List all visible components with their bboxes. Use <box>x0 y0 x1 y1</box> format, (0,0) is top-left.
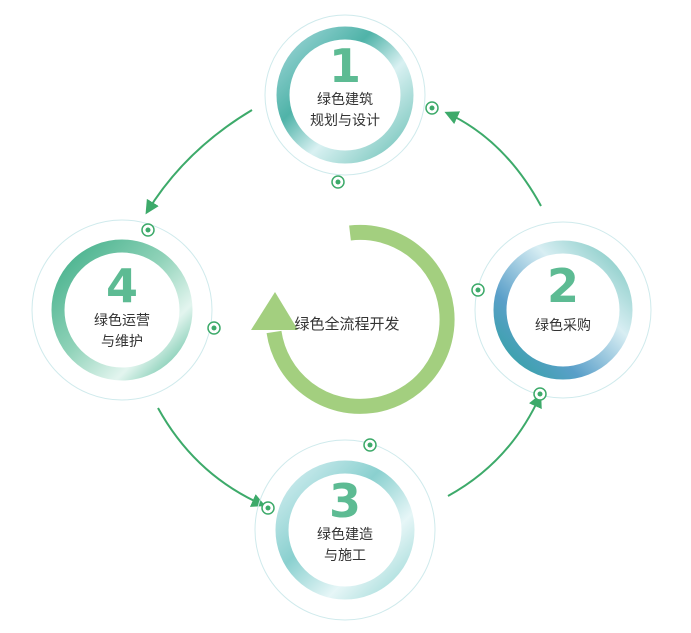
dot-marker-icon <box>425 101 439 115</box>
step-2-dots <box>471 283 547 401</box>
step-4-dots <box>141 223 221 335</box>
step-1-node: 1 绿色建筑 规划与设计 <box>264 14 426 176</box>
dot-marker-icon <box>471 283 485 297</box>
step-2-label-line1: 绿色采购 <box>535 317 591 334</box>
center-label: 绿色全流程开发 <box>294 315 399 333</box>
step-3-number: 3 <box>329 474 361 528</box>
arrow-3-to-2 <box>447 393 542 497</box>
arrow-4-to-3 <box>157 407 266 507</box>
step-4-label-line2: 与维护 <box>101 334 143 350</box>
dot-marker-icon <box>533 387 547 401</box>
step-1-number: 1 <box>329 39 361 93</box>
step-3-label-line1: 绿色建造 <box>317 526 373 543</box>
step-4-label-line1: 绿色运营 <box>94 312 150 329</box>
step-1-label-line1: 绿色建筑 <box>317 91 373 108</box>
arrow-2-to-1 <box>444 111 542 207</box>
dot-marker-icon <box>331 175 345 189</box>
step-2-number: 2 <box>547 259 579 313</box>
dot-marker-icon <box>141 223 155 237</box>
step-1-dots <box>331 101 439 189</box>
center-cycle-arrow <box>251 224 455 414</box>
step-3-dots <box>261 438 377 515</box>
step-2-node: 2 绿色采购 <box>474 221 652 399</box>
step-4-node: 4 绿色运营 与维护 <box>31 219 213 401</box>
step-1-label-line2: 规划与设计 <box>310 113 380 129</box>
dot-marker-icon <box>207 321 221 335</box>
dot-marker-icon <box>363 438 377 452</box>
step-4-number: 4 <box>106 259 138 313</box>
arrow-1-to-4 <box>145 109 253 215</box>
step-3-node: 3 绿色建造 与施工 <box>254 439 436 621</box>
dot-marker-icon <box>261 501 275 515</box>
step-3-label-line2: 与施工 <box>324 548 366 564</box>
